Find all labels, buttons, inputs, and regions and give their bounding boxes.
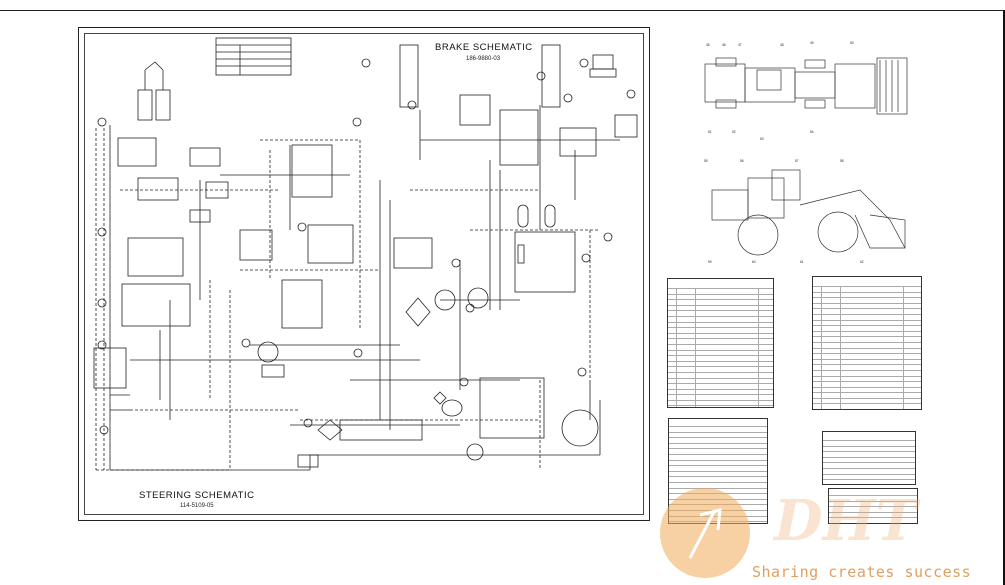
- svg-text:56: 56: [740, 159, 744, 163]
- svg-text:58: 58: [840, 159, 844, 163]
- svg-text:50: 50: [850, 41, 854, 45]
- parts-table-a: [667, 278, 774, 408]
- sheet-top-border: [0, 0, 1005, 11]
- svg-text:47: 47: [738, 43, 742, 47]
- parts-table-d: [822, 431, 916, 485]
- watermark-tagline: Sharing creates success: [752, 563, 972, 581]
- svg-text:59: 59: [708, 260, 712, 264]
- sheet-right-border: [1003, 10, 1005, 585]
- svg-text:52: 52: [732, 130, 736, 134]
- svg-text:54: 54: [810, 130, 814, 134]
- schematic-frame-inner: [84, 33, 644, 515]
- svg-text:48: 48: [780, 43, 784, 47]
- svg-text:51: 51: [708, 130, 712, 134]
- svg-text:53: 53: [760, 137, 764, 141]
- brake-schematic-title: BRAKE SCHEMATIC: [435, 42, 533, 53]
- svg-text:57: 57: [795, 159, 799, 163]
- parts-table-b: [812, 276, 922, 410]
- brake-schematic-part-number: 186-9880-03: [466, 56, 501, 62]
- svg-text:46: 46: [722, 43, 726, 47]
- watermark-circle-icon: [660, 488, 750, 578]
- schematic-frame: [78, 27, 650, 521]
- steering-schematic-part-number: 114-5109-05: [180, 503, 214, 509]
- parts-table-e: [828, 488, 918, 524]
- svg-text:45: 45: [706, 43, 710, 47]
- svg-text:60: 60: [752, 260, 756, 264]
- watermark-logo-text: DHT: [774, 488, 918, 554]
- svg-text:49: 49: [810, 41, 814, 45]
- steering-schematic-title: STEERING SCHEMATIC: [139, 490, 255, 501]
- svg-text:55: 55: [704, 159, 708, 163]
- svg-text:61: 61: [800, 260, 804, 264]
- svg-text:62: 62: [860, 260, 864, 264]
